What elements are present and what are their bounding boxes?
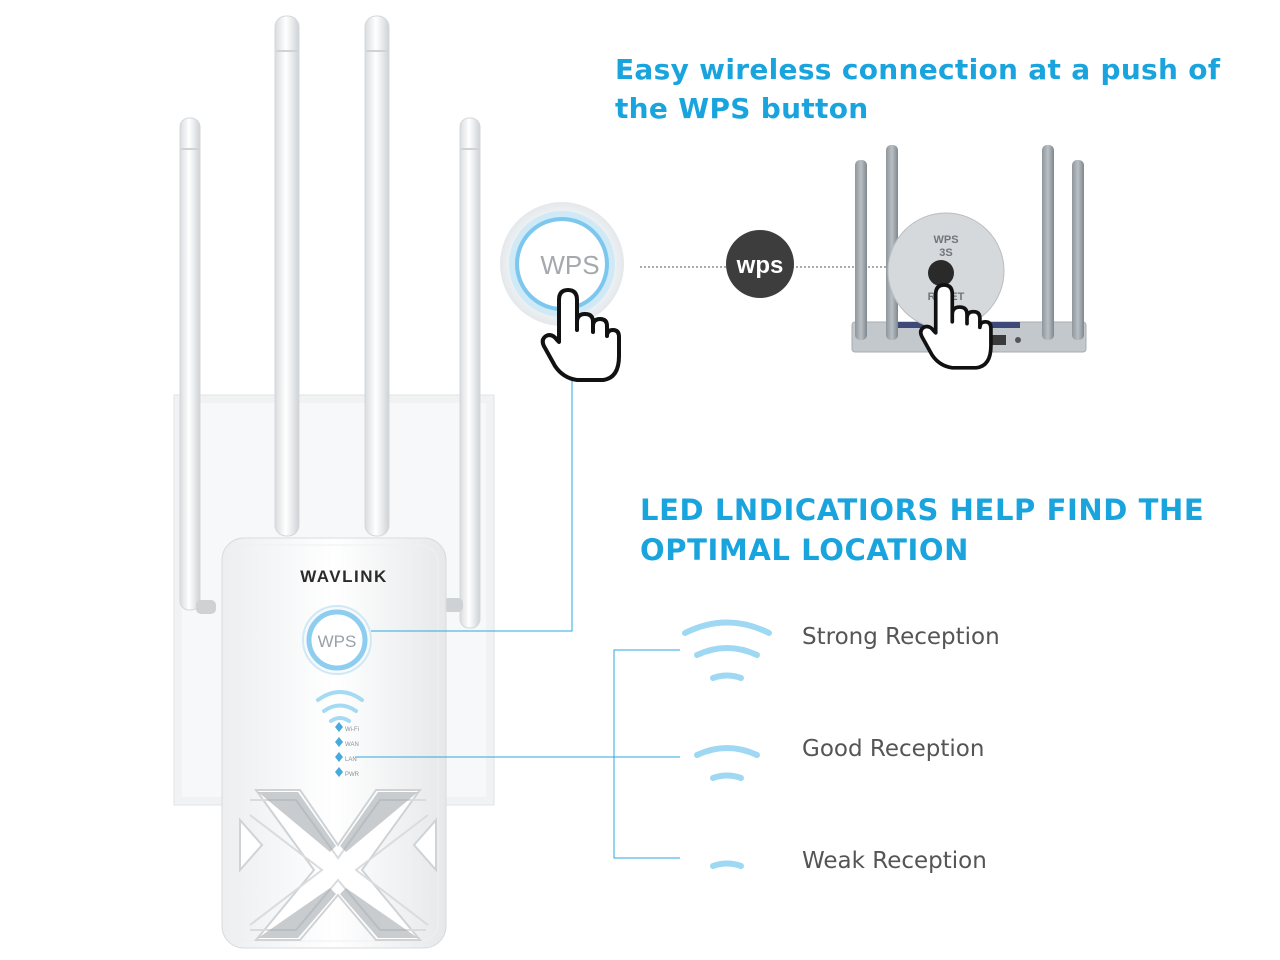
led-label-pwr: PWR (345, 772, 360, 778)
extender-body (221, 537, 447, 949)
router-hand-cursor-icon (918, 283, 993, 370)
antenna-inner-right (364, 15, 390, 537)
device-signal-icon (316, 690, 364, 723)
router-3s-label: 3S (939, 247, 952, 259)
device-wps-button: WPS (302, 605, 372, 675)
led-label-lan: LAN (345, 757, 357, 763)
brand-logo: WAVLINK (300, 567, 388, 586)
led-indicators (335, 722, 343, 777)
strong-reception-label: Strong Reception (802, 624, 1000, 650)
good-signal-icon (694, 745, 760, 781)
router-wps-label: WPS (933, 234, 958, 246)
big-wps-label: WPS (540, 250, 599, 280)
wps-badge-label: wps (736, 252, 784, 279)
antenna-outer-left (179, 117, 216, 614)
wps-badge: wps (726, 230, 794, 298)
antenna-inner-left (274, 15, 300, 537)
led-label-wan: WAN (345, 742, 359, 748)
big-wps-button: WPS (500, 202, 624, 326)
led-label-wifi: Wi-Fi (345, 727, 359, 733)
strong-signal-icon (682, 619, 772, 681)
antenna-outer-right (443, 117, 481, 629)
vent-pattern (239, 789, 437, 941)
wps-headline: Easy wireless connection at a push of th… (615, 53, 1221, 125)
router: WPS 3S RESET (851, 145, 1087, 353)
vent-shading (258, 792, 418, 938)
hand-cursor-icon (540, 288, 621, 382)
led-headline: LED LNDICATIORS HELP FIND THE OPTIMAL LO… (640, 493, 1205, 567)
weak-reception-label: Weak Reception (802, 848, 987, 874)
device-wps-label: WPS (318, 632, 357, 651)
weak-signal-icon (710, 860, 744, 869)
good-reception-label: Good Reception (802, 736, 985, 762)
